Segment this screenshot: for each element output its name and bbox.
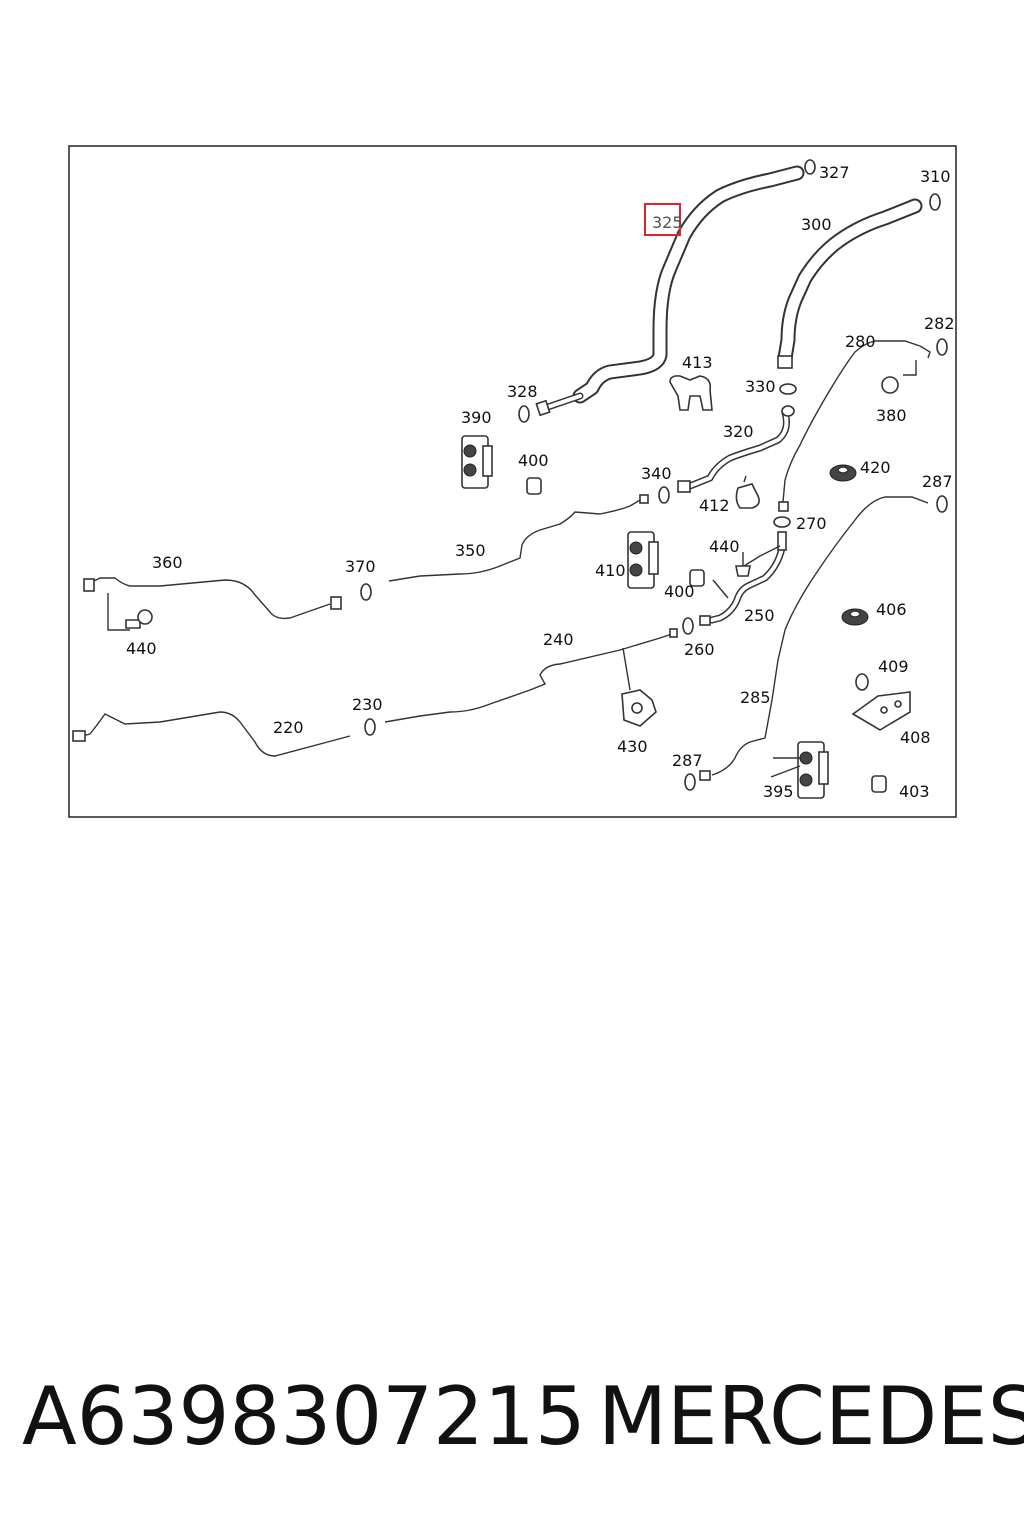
bracket-408: [851, 691, 911, 731]
highlight-box: [644, 203, 681, 236]
label-430: 430: [617, 737, 648, 756]
label-390: 390: [461, 408, 492, 427]
pipe-360: [89, 577, 331, 620]
hose-325: [535, 165, 805, 417]
label-287a: 287: [922, 472, 953, 491]
bolts: [125, 376, 899, 793]
label-412: 412: [699, 496, 730, 515]
label-325: 325: [652, 213, 683, 232]
diagram-frame: [68, 145, 957, 818]
part-number: A6398307215: [22, 1370, 586, 1463]
clip-412: [735, 475, 760, 509]
clamp-413: [669, 375, 713, 411]
label-408: 408: [900, 728, 931, 747]
label-440b: 440: [126, 639, 157, 658]
label-403: 403: [899, 782, 930, 801]
label-300: 300: [801, 215, 832, 234]
label-350: 350: [455, 541, 486, 560]
o-rings: [360, 159, 948, 791]
label-280: 280: [845, 332, 876, 351]
label-370: 370: [345, 557, 376, 576]
label-260: 260: [684, 640, 715, 659]
label-400b: 400: [664, 582, 695, 601]
hose-300: [777, 198, 923, 369]
label-327: 327: [819, 163, 850, 182]
label-380: 380: [876, 406, 907, 425]
label-410: 410: [595, 561, 626, 580]
label-330: 330: [745, 377, 776, 396]
label-420: 420: [860, 458, 891, 477]
hose-320: [677, 405, 795, 493]
label-285: 285: [740, 688, 771, 707]
label-406: 406: [876, 600, 907, 619]
label-409: 409: [878, 657, 909, 676]
grommets: [829, 464, 869, 691]
label-440a: 440: [709, 537, 740, 556]
block-390: [461, 435, 493, 489]
label-310: 310: [920, 167, 951, 186]
parts-diagram: 327 310 325 300 282 280 413 330 380 328 …: [68, 145, 957, 818]
part-labels: 327 310 325 300 282 280 413 330 380 328 …: [126, 163, 955, 801]
label-250: 250: [744, 606, 775, 625]
block-395: [797, 741, 829, 799]
pipe-285: [711, 496, 929, 776]
label-340: 340: [641, 464, 672, 483]
label-287b: 287: [672, 751, 703, 770]
block-410: [627, 531, 659, 589]
label-230: 230: [352, 695, 383, 714]
label-360: 360: [152, 553, 183, 572]
footer: A6398307215 MERCEDES: [0, 1370, 1024, 1480]
label-395: 395: [763, 782, 794, 801]
brand-name: MERCEDES: [598, 1370, 1024, 1463]
label-320: 320: [723, 422, 754, 441]
label-400a: 400: [518, 451, 549, 470]
label-220: 220: [273, 718, 304, 737]
label-282: 282: [924, 314, 955, 333]
label-413: 413: [682, 353, 713, 372]
label-240: 240: [543, 630, 574, 649]
pipe-350: [388, 499, 641, 582]
pipe-280: [782, 340, 921, 503]
pipe-220: [77, 711, 351, 757]
pipe-240: [384, 633, 673, 723]
bracket-430: [621, 689, 657, 727]
label-270: 270: [796, 514, 827, 533]
label-328: 328: [507, 382, 538, 401]
